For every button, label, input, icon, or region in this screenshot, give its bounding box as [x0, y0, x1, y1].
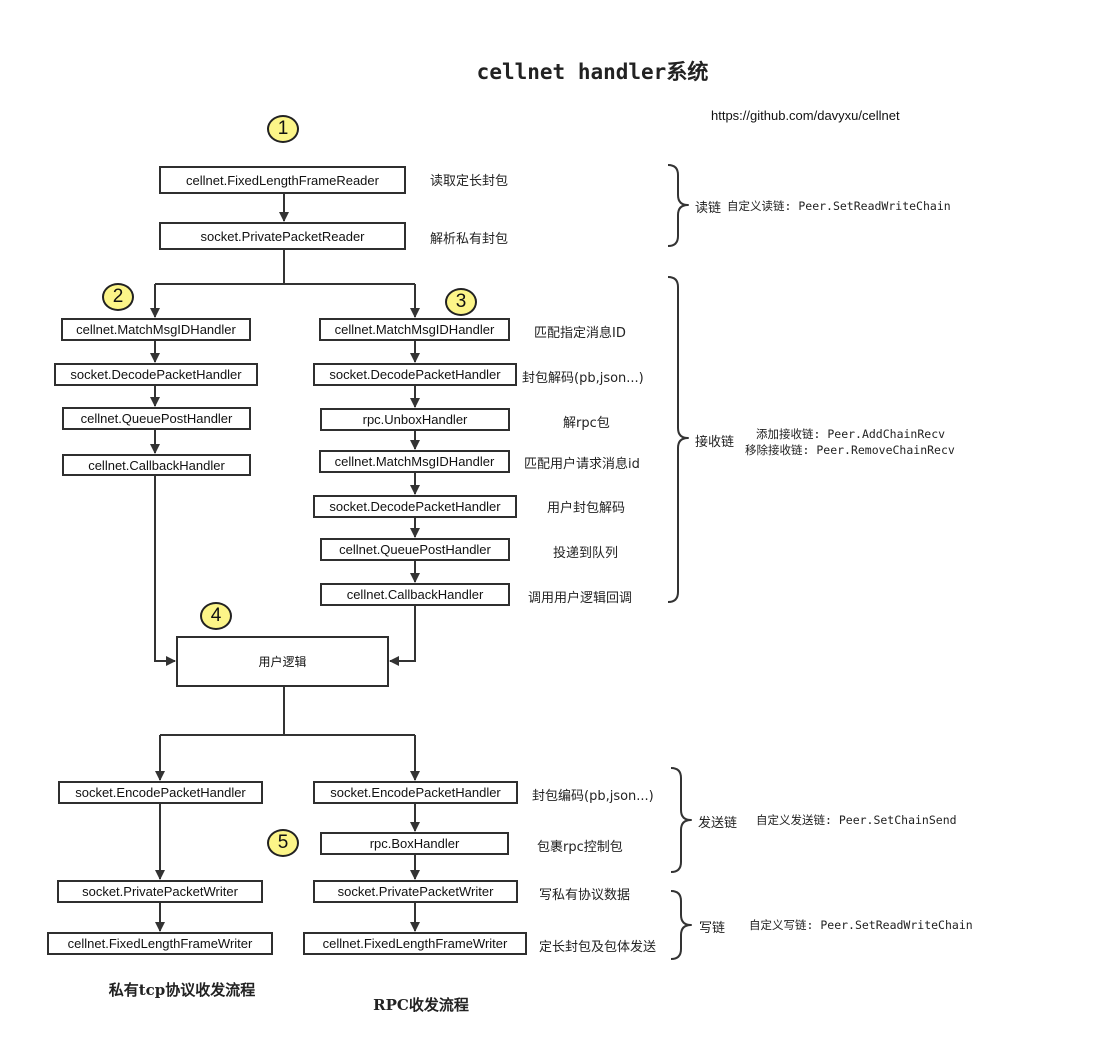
rpc-recv-note-6: 投递到队列: [553, 546, 619, 561]
private-flow-caption: 私有tcp协议收发流程: [108, 981, 256, 999]
rpc-decode-packet-handler-box: socket.DecodePacketHandler: [313, 363, 517, 386]
read-chain-desc: 自定义读链: Peer.SetReadWriteChain: [727, 199, 951, 213]
send-chain-desc: 自定义发送链: Peer.SetChainSend: [756, 813, 957, 827]
send-chain-brace: [670, 767, 692, 873]
write-chain-label: 写链: [699, 921, 726, 936]
rpc-recv-note-7: 调用用户逻辑回调: [528, 591, 633, 606]
private-packet-writer-box: socket.PrivatePacketWriter: [57, 880, 263, 903]
rpc-queue-post-handler-box: cellnet.QueuePostHandler: [320, 538, 510, 561]
repo-url: https://github.com/davyxu/cellnet: [711, 108, 900, 123]
rpc-packet-writer-box: socket.PrivatePacketWriter: [313, 880, 518, 903]
write-chain-desc: 自定义写链: Peer.SetReadWriteChain: [749, 918, 973, 932]
read-chain-note-2: 解析私有封包: [430, 232, 509, 247]
step-badge-3: 3: [445, 288, 477, 316]
recv-chain-label: 接收链: [695, 435, 735, 450]
fixed-length-frame-reader-box: cellnet.FixedLengthFrameReader: [159, 166, 406, 194]
rpc-recv-note-4: 匹配用户请求消息id: [524, 457, 640, 472]
recv-chain-desc-add: 添加接收链: Peer.AddChainRecv: [756, 427, 946, 441]
read-chain-note-1: 读取定长封包: [430, 174, 509, 189]
private-queue-post-handler-box: cellnet.QueuePostHandler: [62, 407, 251, 430]
recv-chain-brace: [667, 276, 689, 603]
rpc-recv-note-3: 解rpc包: [563, 416, 610, 431]
rpc-box-handler-box: rpc.BoxHandler: [320, 832, 509, 855]
rpc-user-decode-packet-handler-box: socket.DecodePacketHandler: [313, 495, 517, 518]
rpc-user-match-msgid-handler-box: cellnet.MatchMsgIDHandler: [319, 450, 510, 473]
rpc-send-note-3: 写私有协议数据: [539, 888, 631, 903]
send-chain-label: 发送链: [698, 816, 738, 831]
rpc-unbox-handler-box: rpc.UnboxHandler: [320, 408, 510, 431]
rpc-send-note-2: 包裹rpc控制包: [537, 840, 623, 855]
diagram-title: cellnet handler系统: [476, 60, 709, 84]
step-badge-4: 4: [200, 602, 232, 630]
private-match-msgid-handler-box: cellnet.MatchMsgIDHandler: [61, 318, 251, 341]
rpc-encode-packet-handler-box: socket.EncodePacketHandler: [313, 781, 518, 804]
rpc-fixed-length-frame-writer-box: cellnet.FixedLengthFrameWriter: [303, 932, 527, 955]
recv-chain-desc-remove: 移除接收链: Peer.RemoveChainRecv: [745, 443, 955, 457]
rpc-recv-note-2: 封包解码(pb,json...): [522, 371, 644, 386]
rpc-send-note-1: 封包编码(pb,json...): [532, 789, 654, 804]
rpc-recv-note-5: 用户封包解码: [547, 501, 626, 516]
private-encode-packet-handler-box: socket.EncodePacketHandler: [58, 781, 263, 804]
rpc-callback-handler-box: cellnet.CallbackHandler: [320, 583, 510, 606]
private-fixed-length-frame-writer-box: cellnet.FixedLengthFrameWriter: [47, 932, 273, 955]
write-chain-brace: [670, 890, 692, 960]
private-callback-handler-box: cellnet.CallbackHandler: [62, 454, 251, 476]
read-chain-brace: [667, 164, 689, 247]
step-badge-2: 2: [102, 283, 134, 311]
rpc-flow-caption: RPC收发流程: [373, 996, 469, 1014]
rpc-recv-note-1: 匹配指定消息ID: [534, 326, 626, 341]
rpc-match-msgid-handler-box: cellnet.MatchMsgIDHandler: [319, 318, 510, 341]
private-packet-reader-box: socket.PrivatePacketReader: [159, 222, 406, 250]
private-decode-packet-handler-box: socket.DecodePacketHandler: [54, 363, 258, 386]
rpc-send-note-4: 定长封包及包体发送: [539, 940, 657, 955]
read-chain-label: 读链: [695, 201, 722, 216]
step-badge-1: 1: [267, 115, 299, 143]
step-badge-5: 5: [267, 829, 299, 857]
user-logic-box: 用户逻辑: [176, 636, 389, 687]
